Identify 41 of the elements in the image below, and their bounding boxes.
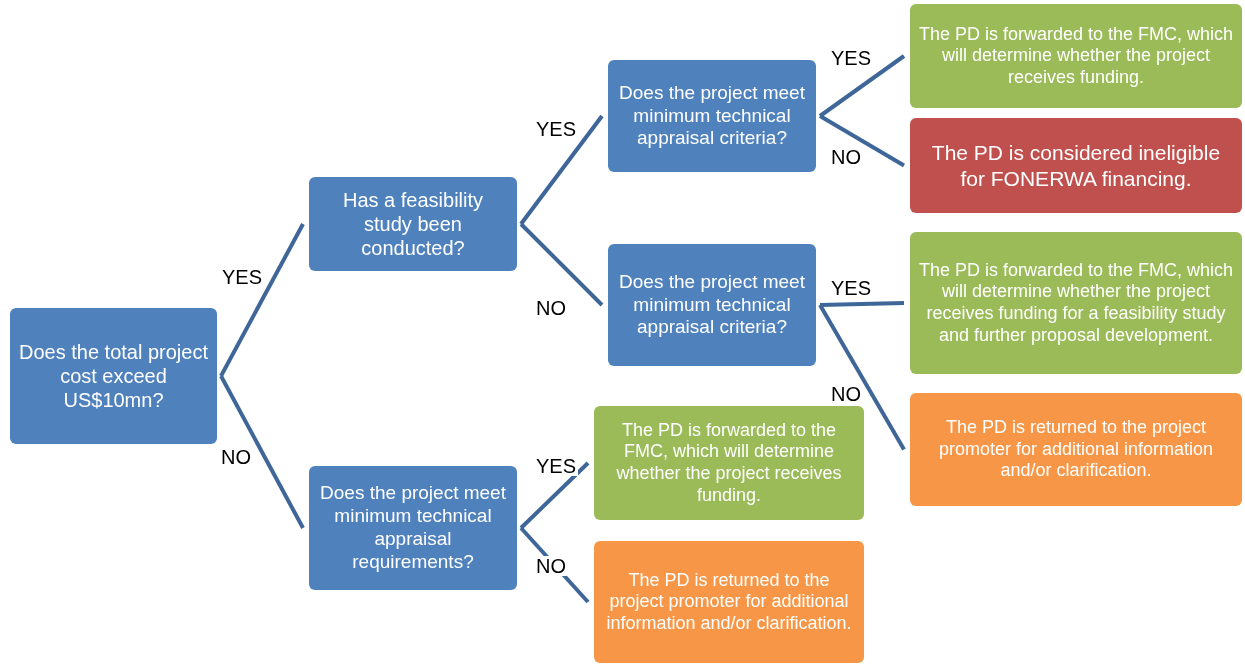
outcome-box: [910, 393, 1242, 506]
connector-line: [818, 54, 906, 118]
question-text: Does the project meet minimum technical appraisal requirements?: [319, 482, 507, 574]
connector-line: [519, 222, 604, 307]
edge-label: YES: [220, 267, 265, 287]
outcome-box: [594, 406, 864, 520]
edge-label: YES: [534, 456, 579, 476]
decision-box: [309, 177, 517, 271]
outcome-text: The PD is considered ineligible for FONERWA financing.: [930, 140, 1222, 191]
question-text: Does the project meet minimum technical appraisal criteria?: [618, 81, 806, 151]
edge-label: YES: [829, 48, 874, 68]
edge-label: YES: [534, 119, 579, 139]
connector-line: [219, 375, 305, 529]
outcome-text: The PD is forwarded to the FMC, which will determine whether the project receives funding.: [615, 419, 843, 507]
decision-box: [608, 244, 816, 366]
connector-line: [519, 114, 604, 226]
outcome-text: The PD is forwarded to the FMC, which will determine whether the project receives funding for a feasibility study and further proposal development.: [918, 259, 1234, 347]
connector-line: [818, 304, 906, 451]
question-text: Does the project meet minimum technical appraisal criteria?: [618, 270, 806, 340]
outcome-box: [910, 232, 1242, 374]
question-text: Has a feasibility study been conducted?: [341, 188, 485, 260]
decision-box: [608, 60, 816, 172]
connector-line: [219, 223, 305, 377]
decision-box: [309, 466, 517, 590]
edge-label: NO: [219, 447, 253, 467]
outcome-text: The PD is forwarded to the FMC, which will determine whether the project receives funding.: [918, 23, 1234, 89]
edge-label: NO: [829, 384, 863, 404]
outcome-box: [910, 4, 1242, 108]
outcome-text: The PD is returned to the project promoter for additional information and/or clarification.: [937, 417, 1215, 482]
edge-label: NO: [829, 147, 863, 167]
connector-line: [819, 301, 905, 307]
question-text: Does the total project cost exceed US$10mn?: [18, 340, 209, 412]
outcome-text: The PD is returned to the project promoter for additional information and/or clarification.: [605, 569, 853, 635]
edge-label: YES: [829, 278, 874, 298]
outcome-box: [594, 541, 864, 663]
edge-label: NO: [534, 298, 568, 318]
connector-line: [819, 114, 905, 168]
decision-box: [10, 308, 217, 444]
outcome-box: [910, 118, 1242, 213]
connector-line: [519, 461, 590, 530]
edge-label: NO: [534, 556, 568, 576]
